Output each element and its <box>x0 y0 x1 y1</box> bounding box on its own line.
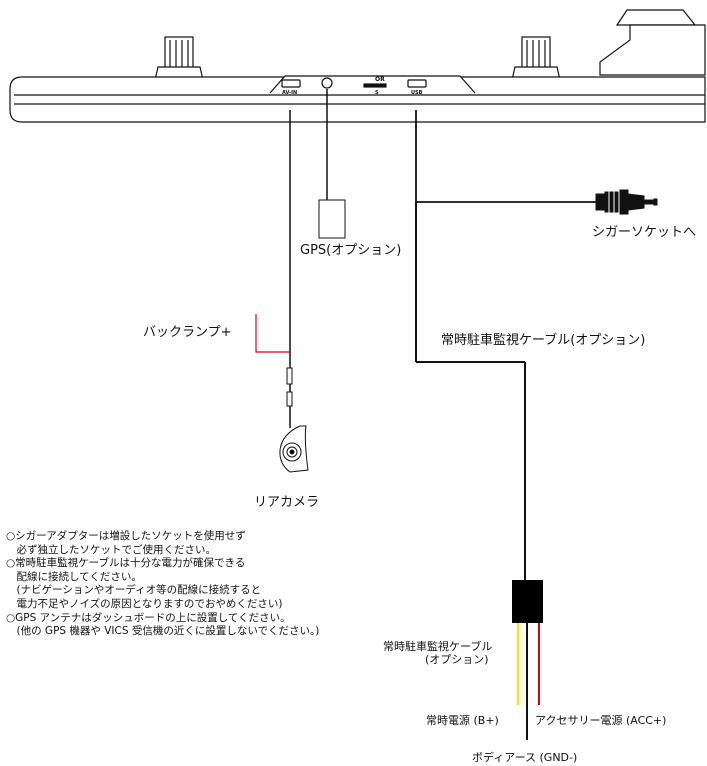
note-line: (他の GPS 機器や VICS 受信機の近くに設置しないでください。) <box>6 625 320 638</box>
rear-camera-label: リアカメラ <box>254 495 320 510</box>
body-ground-label: ボディアース (GND-) <box>472 751 578 764</box>
constant-power-label: 常時電源 (B+) <box>426 714 499 727</box>
rear-camera-icon <box>279 425 309 473</box>
fuse-box <box>512 580 543 623</box>
mirror-body <box>9 9 706 123</box>
port-or-label: OR <box>375 76 385 83</box>
cigar-socket-label: シガーソケットへ <box>592 225 697 240</box>
note-line: 電力不足やノイズの原因となりますのでおやめください) <box>6 597 283 610</box>
note-line: ○GPS アンテナはダッシュボードの上に設置してください。 <box>6 611 291 624</box>
note-line: 配線に接続してください。 <box>6 570 142 583</box>
parking-cable-small-label-2: (オプション) <box>425 653 489 666</box>
notes-block: ○シガーアダプターは増設したソケットを使用せず 必ず独立したソケットでご使用くだ… <box>6 530 319 639</box>
port-usb-label: USB <box>411 90 423 96</box>
parking-cable-small-label-1: 常時駐車監視ケーブル <box>383 640 493 653</box>
back-lamp-wire <box>255 314 290 353</box>
gps-label: GPS(オプション) <box>300 243 402 258</box>
note-line: (ナビゲーションやオーディオ等の配線に接続すると <box>6 584 262 597</box>
gps-cable <box>318 89 346 239</box>
parking-cable-label: 常時駐車監視ケーブル(オプション) <box>441 333 646 348</box>
note-line: 必ず独立したソケットでご使用ください。 <box>6 543 216 556</box>
note-line: ○常時駐車監視ケーブルは十分な電力が確保できる <box>6 557 246 570</box>
acc-power-label: アクセサリー電源 (ACC+) <box>535 714 667 727</box>
port-av-in-label: AV-IN <box>282 90 298 96</box>
parking-cable <box>415 202 526 580</box>
rear-camera-cable <box>286 110 293 428</box>
back-lamp-label: バックランプ+ <box>143 325 232 340</box>
port-sd-label: S <box>375 90 379 96</box>
note-line: ○シガーアダプターは増設したソケットを使用せず <box>6 530 246 542</box>
usb-cable <box>415 110 596 203</box>
cigar-plug-icon <box>595 189 658 215</box>
